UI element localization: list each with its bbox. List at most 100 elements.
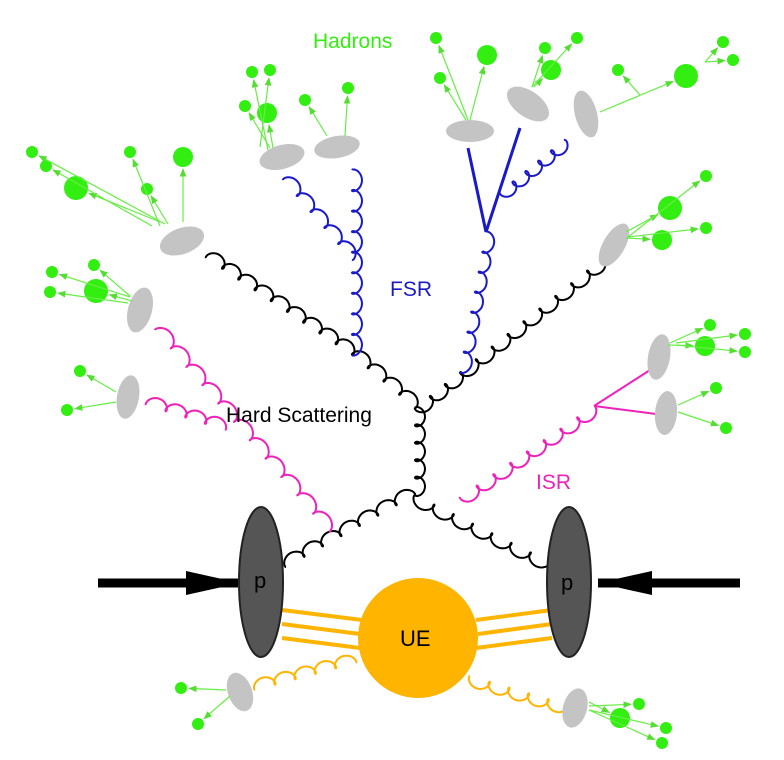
hadron-arrow-14: [438, 44, 469, 121]
fsr-gluon-branch: [281, 176, 357, 262]
hadron-arrow-26: [627, 226, 699, 238]
fsr-gluon-right: [459, 230, 496, 375]
hadron-dot-2: [40, 160, 52, 172]
hadron-arrow-13: [443, 84, 467, 121]
hadron-cluster-11: [654, 391, 678, 435]
hadron-arrow-19: [599, 80, 674, 113]
hadron-cluster-7: [598, 223, 630, 267]
hadron-dot-3: [26, 146, 38, 158]
hadron-arrow-25: [627, 180, 701, 238]
gluon-lines: [144, 138, 607, 714]
hadron-dot-12: [342, 82, 354, 94]
hadron-arrow-44: [588, 709, 660, 728]
hadron-arrow-21: [704, 47, 719, 63]
hadron-arrow-22: [704, 57, 726, 65]
hadron-arrow-7: [266, 123, 274, 149]
hadron-arrow-29: [675, 332, 738, 344]
hadron-dot-20: [612, 64, 624, 76]
hadron-arrow-41: [588, 701, 611, 714]
hadron-arrow-15: [469, 65, 486, 121]
hadron-dot-11: [299, 94, 311, 106]
gluon-central: [413, 406, 427, 497]
hadron-arrow-39: [188, 685, 227, 693]
hadron-arrow-40: [203, 695, 231, 720]
hadron-cluster-6: [573, 90, 599, 138]
hadron-dot-25: [700, 170, 712, 182]
hadron-arrow-17: [531, 54, 544, 88]
hadron-particles: [26, 32, 751, 749]
hadron-cluster-3: [314, 135, 360, 159]
isr-quark-lines: [593, 369, 657, 415]
hadron-cluster-1: [159, 226, 205, 256]
hadron-cluster-10: [647, 334, 671, 380]
gluon-to-right-proton: [412, 494, 552, 569]
hadron-dot-30: [739, 346, 751, 358]
fsr-quark-lines: [466, 127, 522, 233]
hadron-arrow-11: [308, 106, 328, 137]
hadron-cluster-4: [446, 120, 494, 142]
hadron-arrow-24: [625, 235, 651, 243]
hadron-dot-18: [571, 32, 583, 44]
hadron-dot-37: [74, 365, 86, 377]
ue-blob: [358, 578, 478, 698]
hadron-dot-44: [660, 722, 672, 734]
hadron-arrow-34: [99, 269, 131, 297]
isr-gluon-right: [458, 405, 598, 503]
proton-right: [546, 506, 592, 658]
hadron-dot-28: [704, 319, 716, 331]
hadron-arrow-20: [622, 75, 641, 96]
hadron-dot-6: [124, 146, 136, 158]
hadron-dot-1: [64, 176, 88, 200]
hadron-dot-10: [264, 64, 276, 76]
hadron-dot-41: [610, 708, 630, 728]
hard-scattering-label: Hard Scattering: [226, 404, 372, 427]
beam-right: [598, 571, 740, 595]
hadron-arrow-1: [88, 192, 161, 223]
isr-gluon-upper: [154, 326, 333, 533]
isr-gluon-lower: [144, 396, 228, 431]
gluon-hard-to-fsr-right: [413, 370, 465, 414]
hadron-dot-23: [658, 196, 682, 220]
ue-label: UE: [400, 626, 431, 651]
hadron-arrow-31: [677, 390, 710, 406]
hadron-dot-42: [633, 698, 645, 710]
gluon-to-left-cluster: [204, 252, 356, 357]
hadron-arrow-36: [57, 290, 129, 304]
hadron-arrow-37: [86, 374, 117, 393]
fsr-gluon-upper: [498, 138, 569, 198]
hadron-arrow-38: [74, 401, 117, 411]
hadron-arrow-18: [531, 43, 573, 88]
hadron-cluster-8: [126, 287, 154, 333]
hadron-arrow-3: [38, 155, 166, 225]
hadron-arrow-6: [132, 158, 161, 227]
hadron-arrow-12: [343, 95, 351, 137]
hadron-dot-38: [61, 404, 73, 416]
hadron-arrow-28: [669, 327, 704, 344]
hadron-cluster-5: [506, 86, 550, 122]
hadron-dot-21: [717, 36, 729, 48]
hadron-dot-31: [710, 382, 722, 394]
hadrons-label: Hadrons: [313, 30, 392, 53]
hadron-arrow-9: [251, 78, 269, 151]
hadron-cluster-9: [116, 375, 140, 419]
hadron-arrow-2: [52, 169, 153, 227]
hadron-dot-27: [695, 336, 715, 356]
ue-gluon-right: [467, 675, 570, 714]
gluon-to-left-proton: [283, 488, 417, 568]
hadron-dot-39: [175, 682, 187, 694]
ue-gluon-left: [252, 654, 358, 691]
hadron-dot-26: [700, 222, 712, 234]
hadron-arrow-16: [533, 77, 544, 88]
hadron-dot-24: [652, 230, 672, 250]
proton-left-label: p: [254, 568, 266, 593]
hadron-dot-17: [539, 42, 551, 54]
isr-label: ISR: [536, 471, 571, 494]
hadron-dot-36: [44, 286, 56, 298]
hadron-arrow-10: [259, 77, 272, 148]
proton-left: [238, 506, 284, 658]
gluon-to-right-cluster: [458, 256, 607, 378]
beam-left: [98, 571, 240, 595]
ue-strings: [281, 608, 553, 650]
hadron-dot-15: [477, 45, 497, 65]
